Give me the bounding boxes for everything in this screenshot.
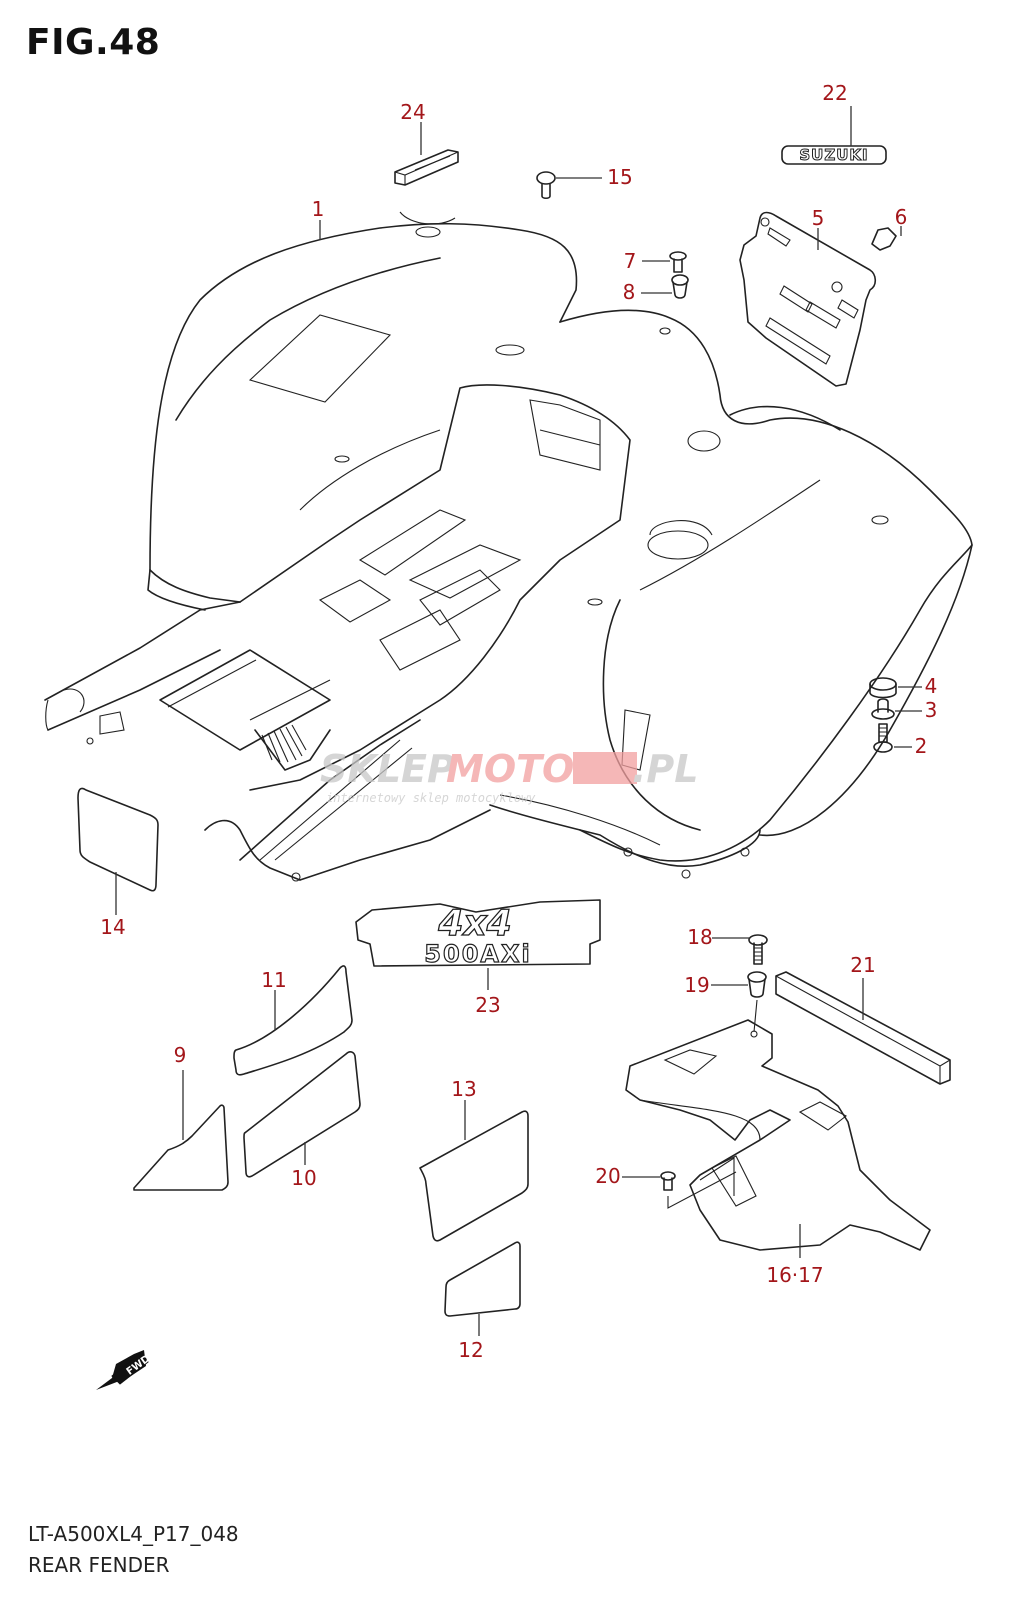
- watermark-part3: .PL: [632, 747, 699, 791]
- part-10-decal[interactable]: [243, 1051, 361, 1178]
- watermark-badge: [573, 752, 637, 784]
- part-3-collar[interactable]: [871, 698, 895, 720]
- callout-14[interactable]: 14: [100, 915, 125, 939]
- callout-9[interactable]: 9: [174, 1043, 187, 1067]
- part-24-block[interactable]: [394, 149, 459, 186]
- callout-4[interactable]: 4: [925, 674, 938, 698]
- part-7-screw[interactable]: [669, 251, 687, 273]
- part-12-decal[interactable]: [444, 1241, 521, 1317]
- callout-5[interactable]: 5: [812, 206, 825, 230]
- badge-4x4-text: 4x4: [437, 903, 511, 944]
- callout-18[interactable]: 18: [687, 925, 712, 949]
- part-21-strip[interactable]: [775, 971, 951, 1085]
- section-name: REAR FENDER: [28, 1553, 170, 1577]
- callout-13[interactable]: 13: [451, 1077, 476, 1101]
- model-code: LT-A500XL4_P17_048: [28, 1522, 239, 1546]
- callout-3[interactable]: 3: [925, 698, 938, 722]
- part-8-collar[interactable]: [671, 274, 689, 299]
- callout-1[interactable]: 1: [312, 197, 325, 221]
- callout-10[interactable]: 10: [291, 1166, 316, 1190]
- part-22-suzuki-emblem[interactable]: SUZUKI: [781, 145, 887, 165]
- assembly-line-20: [667, 1171, 737, 1209]
- fwd-direction-indicator: FWD: [96, 1350, 152, 1390]
- part-14-decal[interactable]: [77, 787, 159, 892]
- rear-fender-part-1[interactable]: [44, 211, 973, 882]
- callout-2[interactable]: 2: [915, 734, 928, 758]
- figure-title: FIG.48: [26, 22, 161, 63]
- assembly-line-19: [753, 999, 758, 1033]
- part-18-screw[interactable]: [748, 934, 768, 965]
- callout-23[interactable]: 23: [475, 993, 500, 1017]
- callout-6[interactable]: 6: [895, 205, 908, 229]
- part-20-clip[interactable]: [660, 1171, 676, 1191]
- watermark: SKLEP MOTO46 .PL internetowy sklep motoc…: [320, 747, 699, 805]
- part-11-decal[interactable]: [233, 965, 353, 1076]
- callout-20[interactable]: 20: [595, 1164, 620, 1188]
- part-5-bracket[interactable]: [739, 211, 877, 387]
- callout-8[interactable]: 8: [623, 280, 636, 304]
- part-19-collar[interactable]: [747, 971, 767, 998]
- callout-16-17[interactable]: 16·17: [766, 1263, 823, 1287]
- part-4-grommet[interactable]: [869, 677, 897, 699]
- suzuki-emblem-text: SUZUKI: [799, 146, 868, 164]
- callout-22[interactable]: 22: [822, 81, 847, 105]
- callout-11[interactable]: 11: [261, 968, 286, 992]
- part-16-17-mud-flap[interactable]: [625, 1019, 931, 1251]
- part-23-badge[interactable]: 4x4 500AXi: [355, 899, 601, 969]
- part-15-bolt[interactable]: [536, 171, 556, 200]
- part-9-decal[interactable]: [133, 1104, 229, 1191]
- watermark-tagline: internetowy sklep motocyklowy: [326, 791, 536, 805]
- part-2-bolt[interactable]: [873, 723, 893, 753]
- badge-500axi-text: 500AXi: [424, 940, 531, 968]
- callout-7[interactable]: 7: [624, 249, 637, 273]
- part-13-decal[interactable]: [419, 1110, 529, 1242]
- callout-12[interactable]: 12: [458, 1338, 483, 1362]
- part-6-clip[interactable]: [871, 227, 897, 251]
- watermark-part2: MOTO46: [446, 747, 627, 791]
- watermark-part1: SKLEP: [320, 747, 455, 791]
- callout-24[interactable]: 24: [400, 100, 425, 124]
- callout-19[interactable]: 19: [684, 973, 709, 997]
- callout-21[interactable]: 21: [850, 953, 875, 977]
- callout-15[interactable]: 15: [607, 165, 632, 189]
